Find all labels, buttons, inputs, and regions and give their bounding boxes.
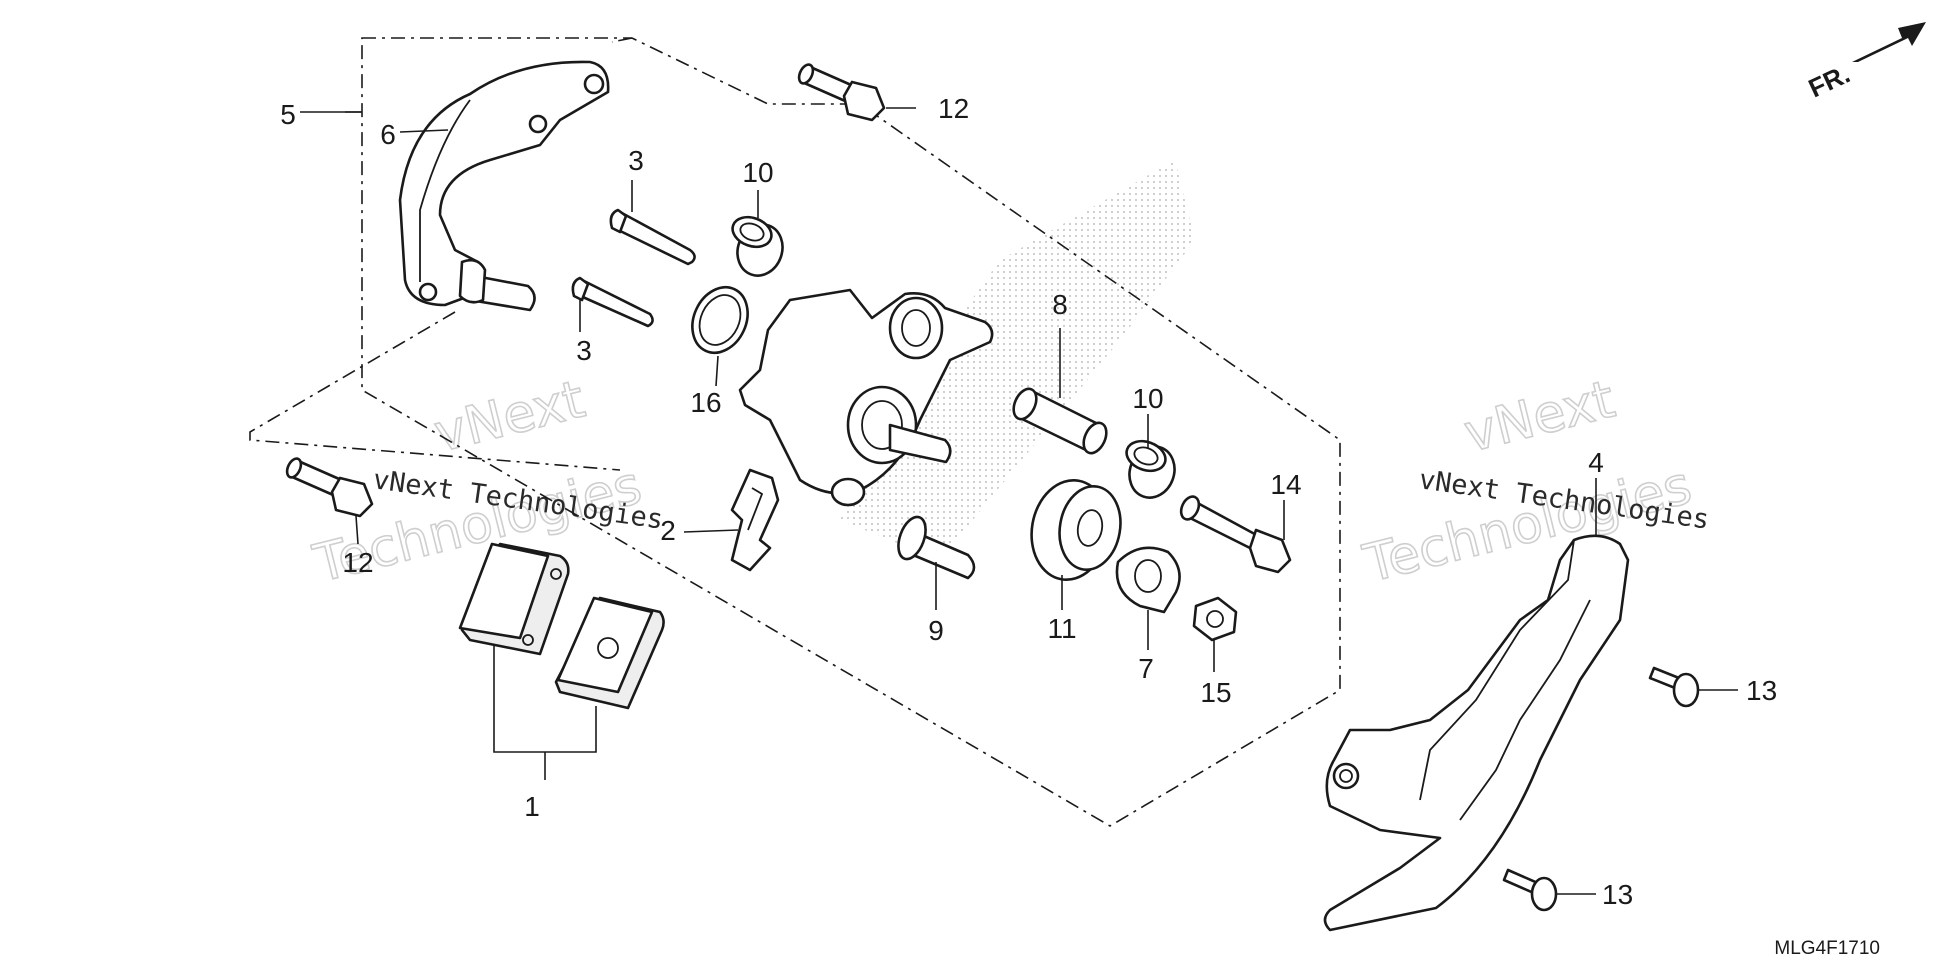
bracket-guide-top — [611, 37, 633, 43]
callout-6: 6 — [380, 119, 396, 150]
caliper-cover — [1323, 534, 1630, 932]
callout-8: 8 — [1052, 289, 1068, 320]
callout-15: 15 — [1200, 677, 1231, 708]
screw-upper — [1648, 666, 1700, 708]
callout-7: 7 — [1138, 653, 1154, 684]
callout-9: 9 — [928, 615, 944, 646]
sleeve — [1012, 387, 1108, 455]
roller — [1030, 479, 1122, 581]
callout-16: 16 — [690, 387, 721, 418]
front-label: FR. — [1804, 59, 1855, 104]
callout-11: 11 — [1047, 613, 1076, 644]
seal-upper — [731, 215, 784, 277]
callout-10-lower: 10 — [1132, 383, 1163, 414]
callout-10-upper: 10 — [742, 157, 773, 188]
ring-seal — [691, 285, 749, 355]
pad-spring — [730, 468, 780, 572]
caliper-body — [738, 288, 994, 507]
brake-pads — [458, 542, 665, 710]
callout-1: 1 — [524, 791, 540, 822]
bolt-upper — [797, 63, 886, 122]
nut — [1192, 596, 1238, 642]
callout-14: 14 — [1270, 469, 1301, 500]
bolt-long — [1179, 495, 1292, 574]
callout-2: 2 — [660, 515, 676, 546]
callout-12-lower: 12 — [342, 547, 373, 578]
callout-13-upper: 13 — [1746, 675, 1777, 706]
assembly-boundary — [361, 37, 1341, 827]
callout-3-upper: 3 — [628, 145, 644, 176]
callout-5: 5 — [280, 99, 296, 130]
pin-lower — [571, 276, 654, 328]
shading-area — [840, 160, 1195, 560]
callout-4: 4 — [1588, 447, 1604, 478]
leader-lines — [300, 107, 1738, 895]
pin-upper — [609, 208, 696, 266]
callout-3-lower: 3 — [576, 335, 592, 366]
splined-washer — [1115, 546, 1181, 614]
watermark-right: vNext Technologies vNext Technologies — [1357, 369, 1711, 596]
seal-lower — [1125, 439, 1176, 499]
front-arrow-icon — [1852, 22, 1926, 62]
bolt-pin — [897, 515, 976, 580]
bracket-guide — [249, 311, 621, 471]
callout-13-lower: 13 — [1602, 879, 1633, 910]
watermark-line1: vNext — [429, 370, 591, 465]
screw-lower — [1502, 868, 1558, 912]
bolt-lower-left — [285, 457, 374, 518]
callout-12-upper: 12 — [938, 93, 969, 124]
front-direction-indicator: FR. — [1804, 22, 1926, 103]
diagram-code: MLG4F1710 — [1774, 938, 1880, 959]
caliper-bracket — [398, 60, 610, 312]
